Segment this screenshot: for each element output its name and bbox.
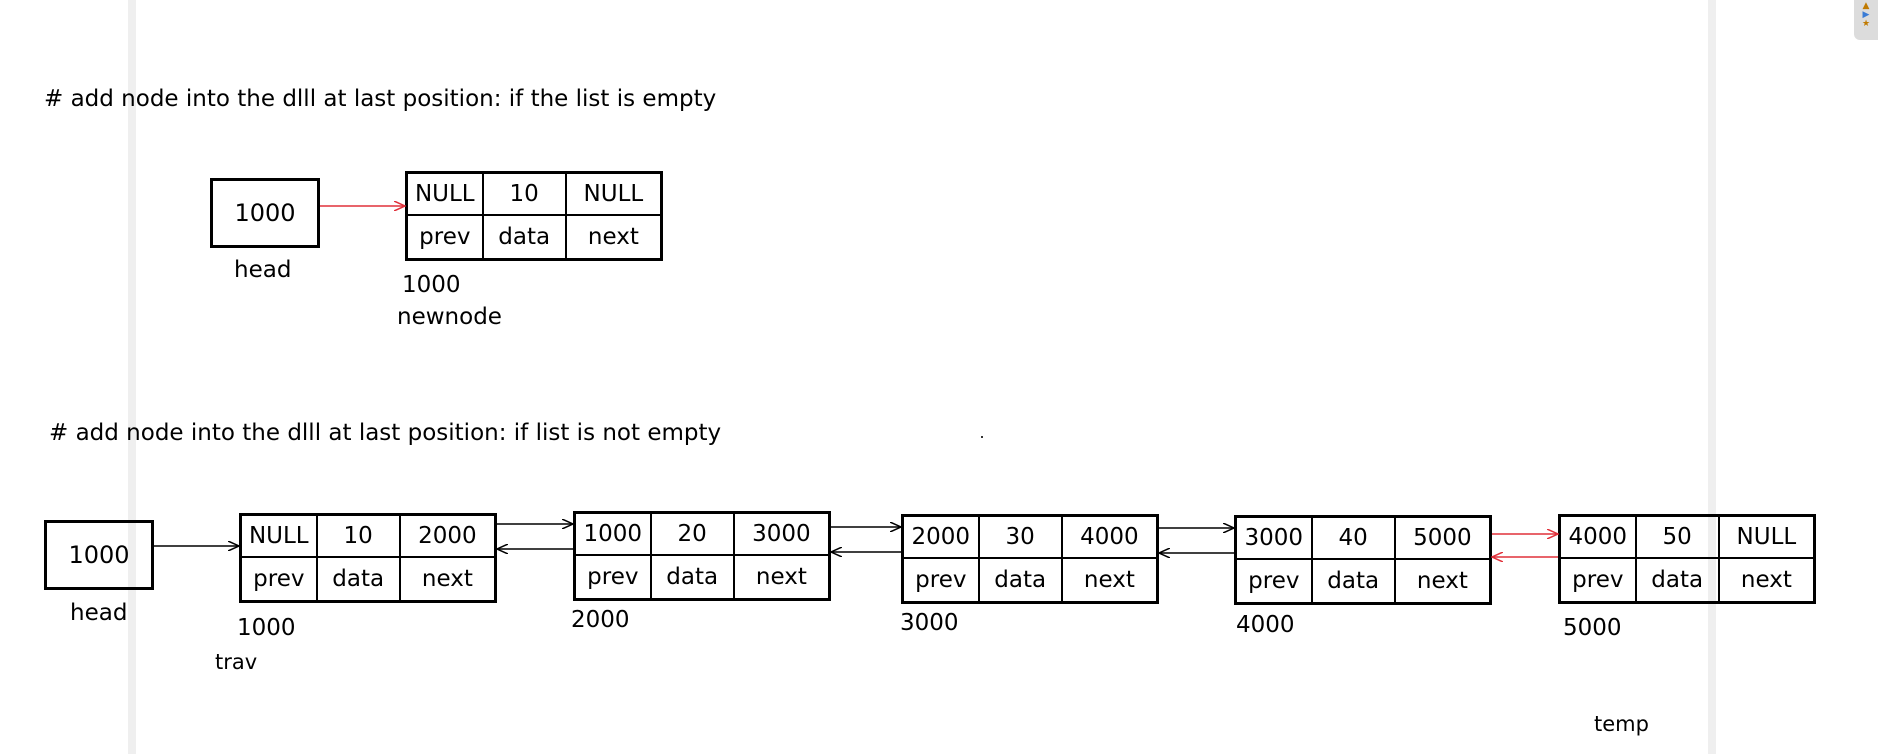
stray-dot [981, 436, 983, 438]
node-data-value: 40 [1313, 518, 1396, 558]
newnode-next-value: NULL [583, 181, 644, 207]
node-prev-label: prev [904, 559, 980, 601]
node-next-label: next [1740, 567, 1792, 593]
tray-icon[interactable]: ▲ ▶ ★ [1854, 0, 1878, 40]
section1-heading: # add node into the dlll at last positio… [44, 86, 717, 112]
newnode-data-label: data [484, 216, 567, 258]
node-next-label: next [421, 566, 473, 592]
node-5-address: 5000 [1563, 615, 1622, 641]
section2-head-value: 1000 [68, 541, 130, 569]
temp-label: temp [1594, 712, 1649, 736]
node-prev-label: prev [1561, 559, 1637, 601]
node-prev-label: prev [1237, 560, 1313, 602]
node-next-label: next [1083, 567, 1135, 593]
node-next-value: 3000 [752, 521, 811, 547]
newnode-prev-label: prev [408, 216, 484, 258]
right-guide-line [1708, 0, 1716, 754]
tray-glyph-icon: ★ [1861, 19, 1871, 29]
node-3-address: 3000 [900, 610, 959, 636]
node-next-value: 2000 [418, 523, 477, 549]
node-data-label: data [980, 559, 1063, 601]
node-data-label: data [318, 558, 401, 600]
node-data-value: 20 [652, 514, 735, 554]
node-data-label: data [1637, 559, 1720, 601]
node-prev-value: NULL [242, 516, 318, 556]
newnode-prev-value: NULL [408, 174, 484, 214]
tray-glyph-icon: ▶ [1862, 10, 1870, 20]
section1-head-value: 1000 [234, 199, 296, 227]
node-data-label: data [652, 556, 735, 598]
node-prev-value: 2000 [904, 517, 980, 557]
newnode-address: 1000 [402, 272, 461, 298]
list-node-4: 3000 40 5000 prev data next [1234, 515, 1492, 605]
node-next-label: next [1416, 568, 1468, 594]
node-prev-label: prev [242, 558, 318, 600]
node-next-value: NULL [1736, 524, 1797, 550]
list-node-2: 1000 20 3000 prev data next [573, 511, 831, 601]
list-node-3: 2000 30 4000 prev data next [901, 514, 1159, 604]
section1-head-label: head [234, 257, 292, 283]
node-data-value: 30 [980, 517, 1063, 557]
section2-heading: # add node into the dlll at last positio… [49, 420, 722, 446]
left-guide-line [128, 0, 136, 754]
node-4-address: 4000 [1236, 612, 1295, 638]
newnode-data-value: 10 [484, 174, 567, 214]
node-prev-label: prev [576, 556, 652, 598]
section1-head-box: 1000 [210, 178, 320, 248]
list-node-5: 4000 50 NULL prev data next [1558, 514, 1816, 604]
newnode-next-label: next [587, 224, 639, 250]
list-node-1: NULL 10 2000 prev data next [239, 513, 497, 603]
node-1-address: 1000 [237, 615, 296, 641]
node-next-label: next [755, 564, 807, 590]
node-prev-value: 3000 [1237, 518, 1313, 558]
node-prev-value: 1000 [576, 514, 652, 554]
node-prev-value: 4000 [1561, 517, 1637, 557]
node-data-value: 50 [1637, 517, 1720, 557]
newnode-label: newnode [397, 304, 502, 330]
section2-head-box: 1000 [44, 520, 154, 590]
node-next-value: 4000 [1080, 524, 1139, 550]
node-next-value: 5000 [1413, 525, 1472, 551]
node-data-label: data [1313, 560, 1396, 602]
section2-head-label: head [70, 600, 128, 626]
node-2-address: 2000 [571, 607, 630, 633]
trav-label: trav [215, 650, 258, 674]
section1-newnode: NULL 10 NULL prev data next [405, 171, 663, 261]
node-data-value: 10 [318, 516, 401, 556]
tray-glyph-icon: ▲ [1862, 1, 1870, 11]
